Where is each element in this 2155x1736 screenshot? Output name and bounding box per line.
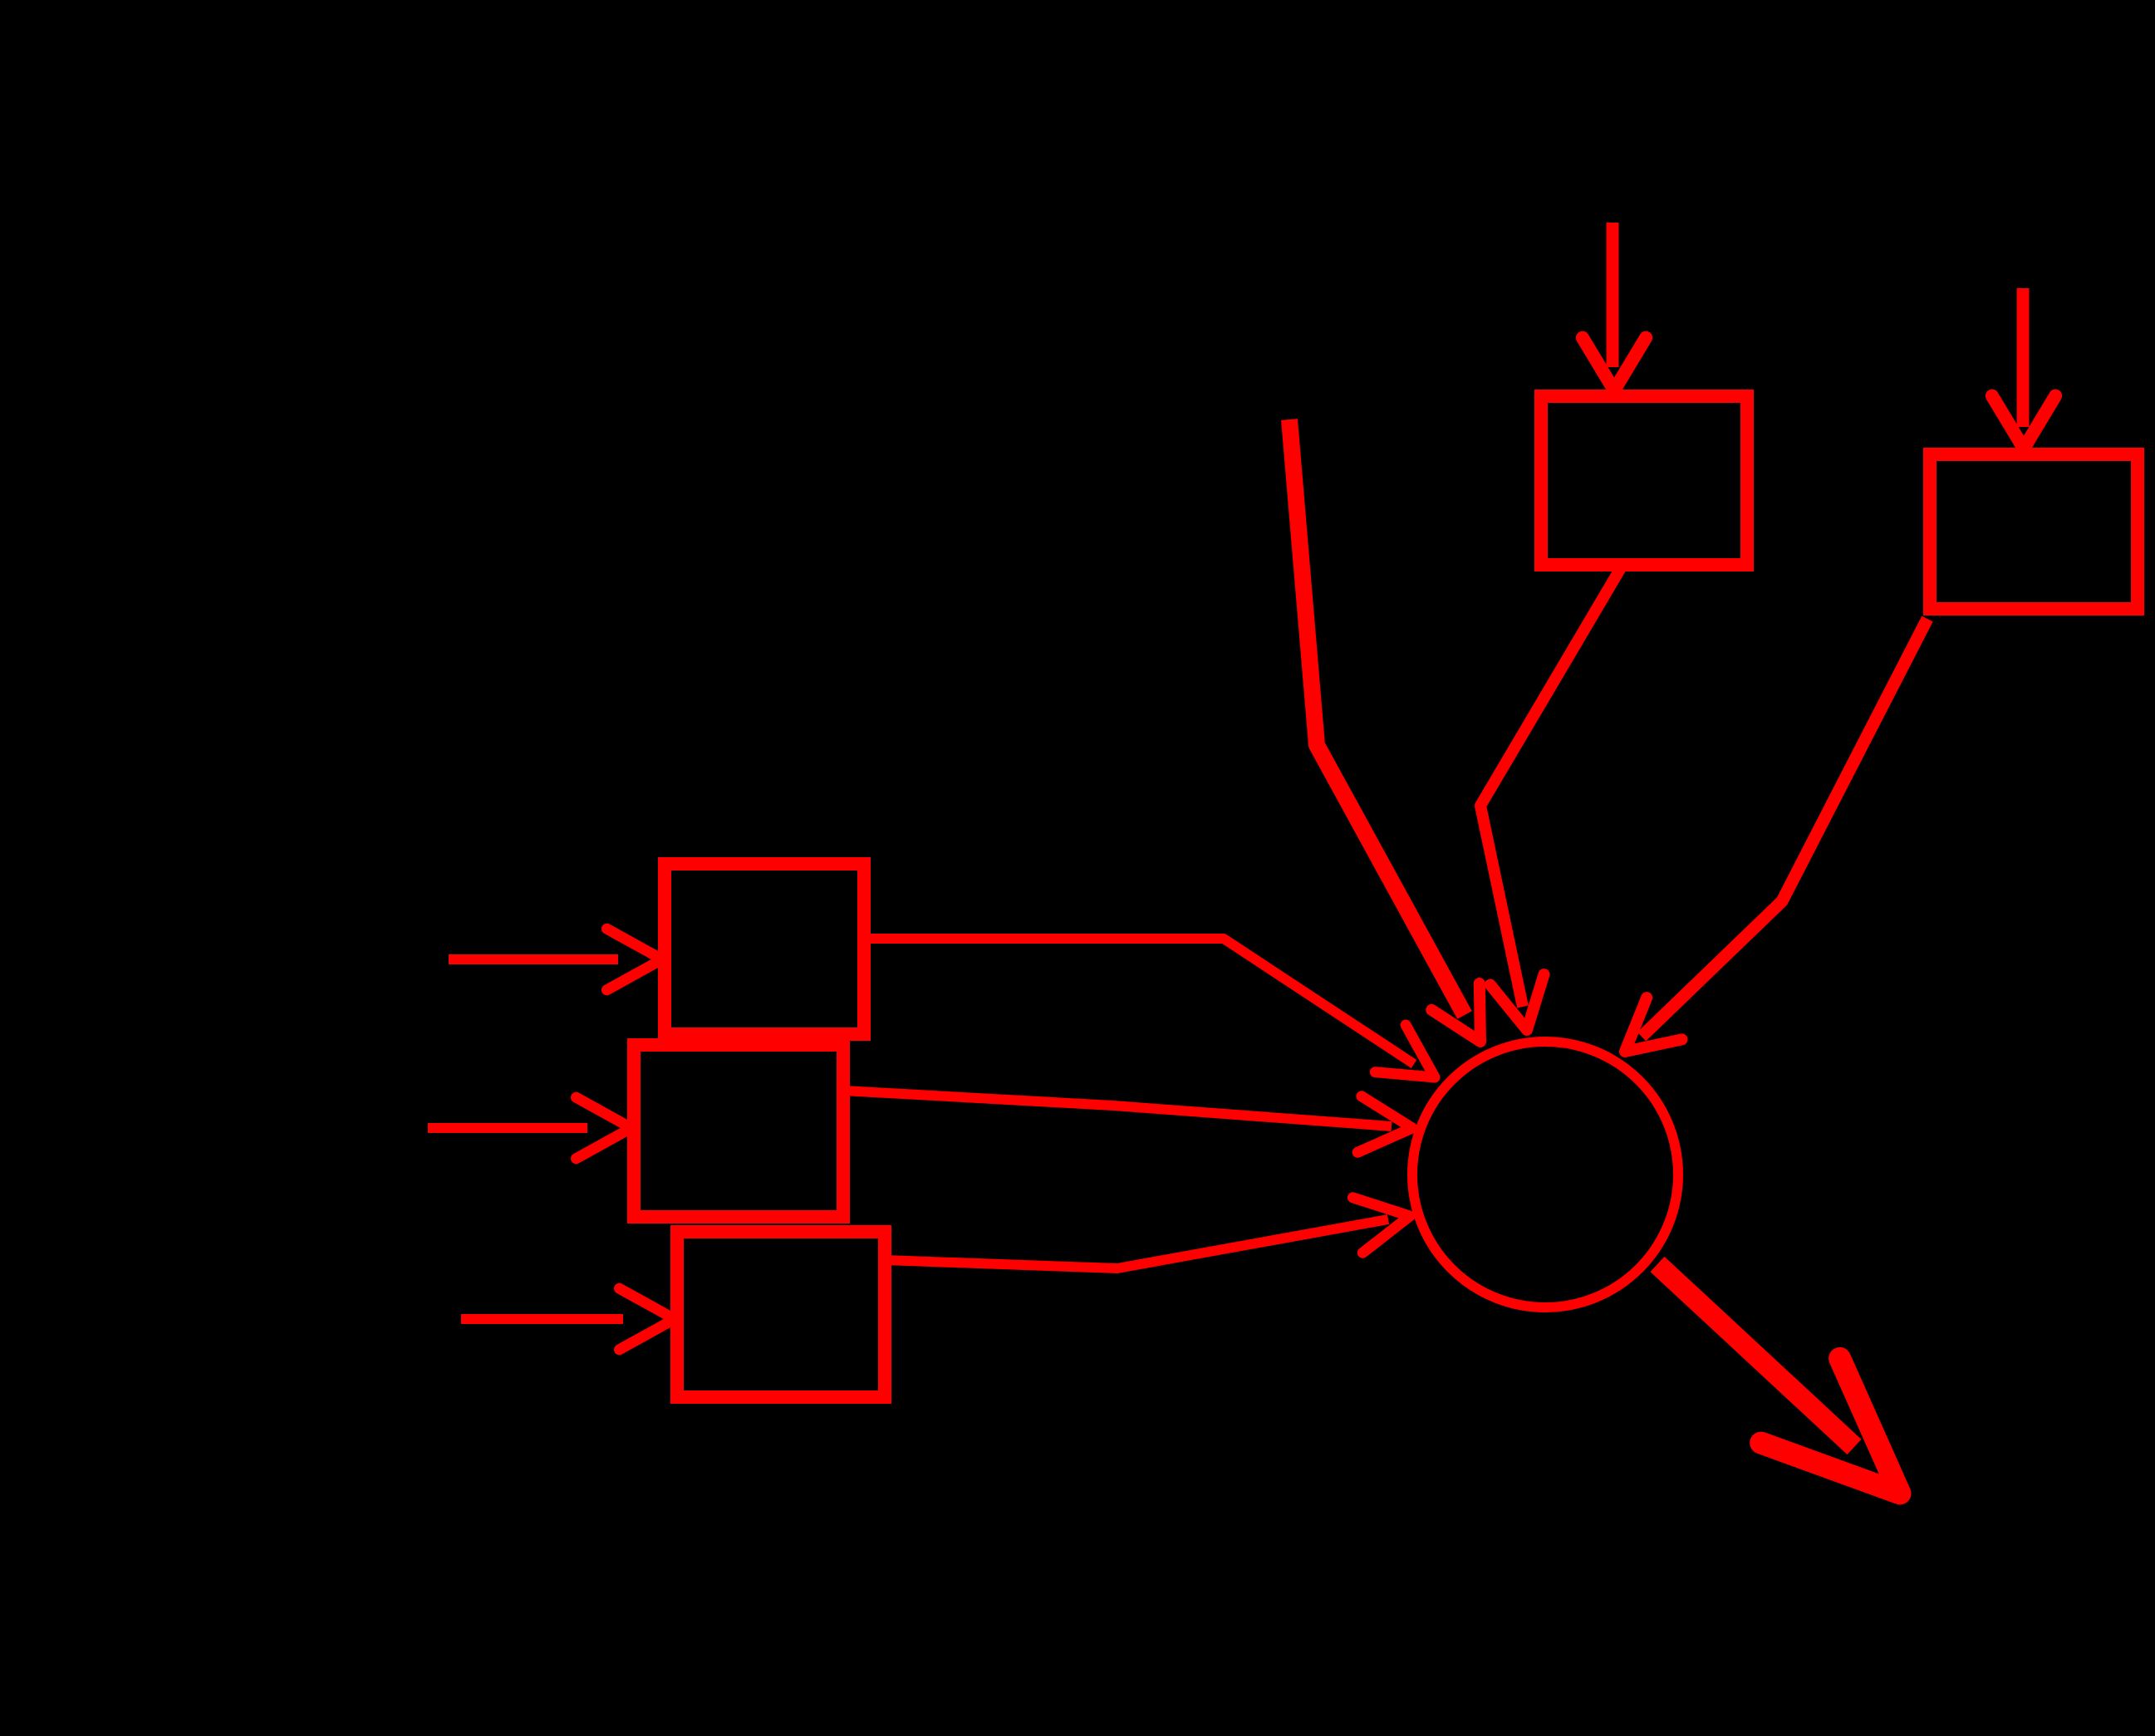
input-arrow-left-3-arrowhead-icon bbox=[614, 1282, 680, 1356]
arrow-into-box-top-center-arrowhead-icon bbox=[1575, 331, 1653, 397]
input-arrow-left-1-arrowhead-icon bbox=[601, 923, 668, 996]
box-top-right bbox=[1923, 448, 2144, 615]
connector-left-2-to-circle-arrowhead-icon bbox=[1352, 1091, 1418, 1158]
line-box-top-right-to-circle-shaft bbox=[1637, 615, 1933, 1042]
box-top-center bbox=[1534, 390, 1754, 571]
box-left-2 bbox=[627, 1038, 850, 1224]
box-left-3 bbox=[670, 1225, 891, 1404]
arrow-into-box-top-right-arrowhead-icon bbox=[1985, 389, 2063, 455]
connector-left-3-to-circle-arrowhead-icon bbox=[1347, 1192, 1416, 1258]
input-arrow-left-2-arrowhead-icon bbox=[571, 1091, 637, 1165]
line-box-top-center-to-circle-shaft bbox=[1475, 563, 1627, 1008]
connector-left-1-to-circle-arrowhead-icon bbox=[1369, 1019, 1441, 1083]
box-left-1 bbox=[658, 857, 871, 1041]
line-box-top-right-to-circle-arrowhead-icon bbox=[1619, 992, 1688, 1057]
tall-line-to-circle-arrowhead-icon bbox=[1426, 978, 1486, 1047]
connector-left-1-to-circle-shaft bbox=[864, 934, 1417, 1069]
connector-left-3-to-circle-shaft bbox=[884, 1214, 1390, 1273]
junction-circle bbox=[1407, 1037, 1683, 1312]
tall-line-to-circle-shaft bbox=[1281, 419, 1472, 1019]
output-arrow-shaft bbox=[1650, 1256, 1862, 1455]
line-box-top-center-to-circle-arrowhead-icon bbox=[1484, 969, 1550, 1036]
connector-left-2-to-circle-shaft bbox=[842, 1086, 1392, 1131]
output-arrow-arrowhead-icon bbox=[1750, 1346, 1912, 1505]
